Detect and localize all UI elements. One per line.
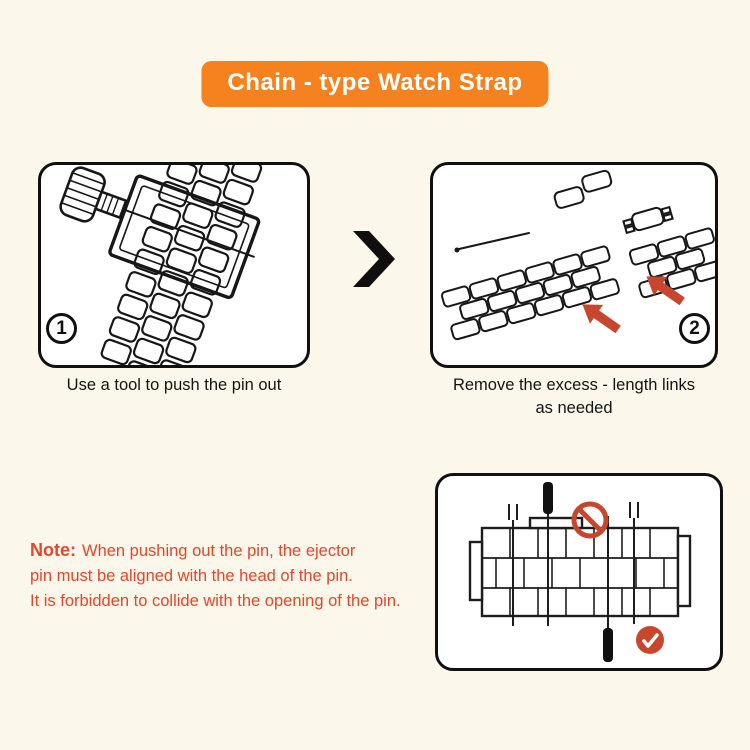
step2-number-badge: 2 [679, 313, 710, 344]
clamp-frame [108, 174, 261, 300]
step1-caption: Use a tool to push the pin out [66, 376, 282, 394]
step1-panel: 1 [38, 162, 310, 368]
step1-number: 1 [56, 317, 67, 339]
note-label: Note: [30, 540, 76, 560]
fork-pin [629, 502, 639, 624]
note-text: Note:When pushing out the pin, the eject… [30, 538, 490, 614]
chevron-right-icon [353, 231, 395, 287]
ejector-pin-top [543, 482, 553, 626]
strap-segment-right [628, 226, 715, 300]
red-arrow-icon [582, 304, 621, 334]
step2-panel: 2 [430, 162, 718, 368]
screw-shaft [94, 190, 128, 219]
title-banner: Chain - type Watch Strap [201, 61, 549, 107]
pin-removal-tool-illustration [59, 165, 264, 365]
note-line-3: It is forbidden to collide with the open… [30, 592, 401, 610]
fork-pin [508, 504, 518, 626]
separated-links-illustration [440, 169, 715, 342]
ejector-pin-bottom [603, 516, 613, 662]
note-line-2: pin must be aligned with the head of the… [30, 567, 353, 585]
check-icon [636, 626, 664, 654]
step2-caption-line2: as needed [535, 399, 613, 417]
step1-number-badge: 1 [46, 313, 77, 344]
strap-segment-left [440, 244, 621, 342]
page-title: Chain - type Watch Strap [227, 69, 523, 96]
red-arrow-icon [646, 276, 685, 306]
pin-alignment-diagram [468, 482, 692, 662]
step2-caption: Remove the excess - length links as need… [415, 374, 733, 420]
prohibition-icon [571, 501, 609, 539]
loose-link-pair [553, 169, 613, 209]
alignment-diagram-panel [435, 473, 723, 671]
note-line-1: Note:When pushing out the pin, the eject… [30, 540, 356, 560]
loose-link [622, 205, 674, 235]
ejector-pin [122, 208, 255, 259]
link-remover-tool [59, 166, 261, 300]
step2-caption-line1: Remove the excess - length links [452, 376, 696, 394]
step2-number: 2 [689, 317, 700, 339]
loose-pin [454, 232, 530, 253]
